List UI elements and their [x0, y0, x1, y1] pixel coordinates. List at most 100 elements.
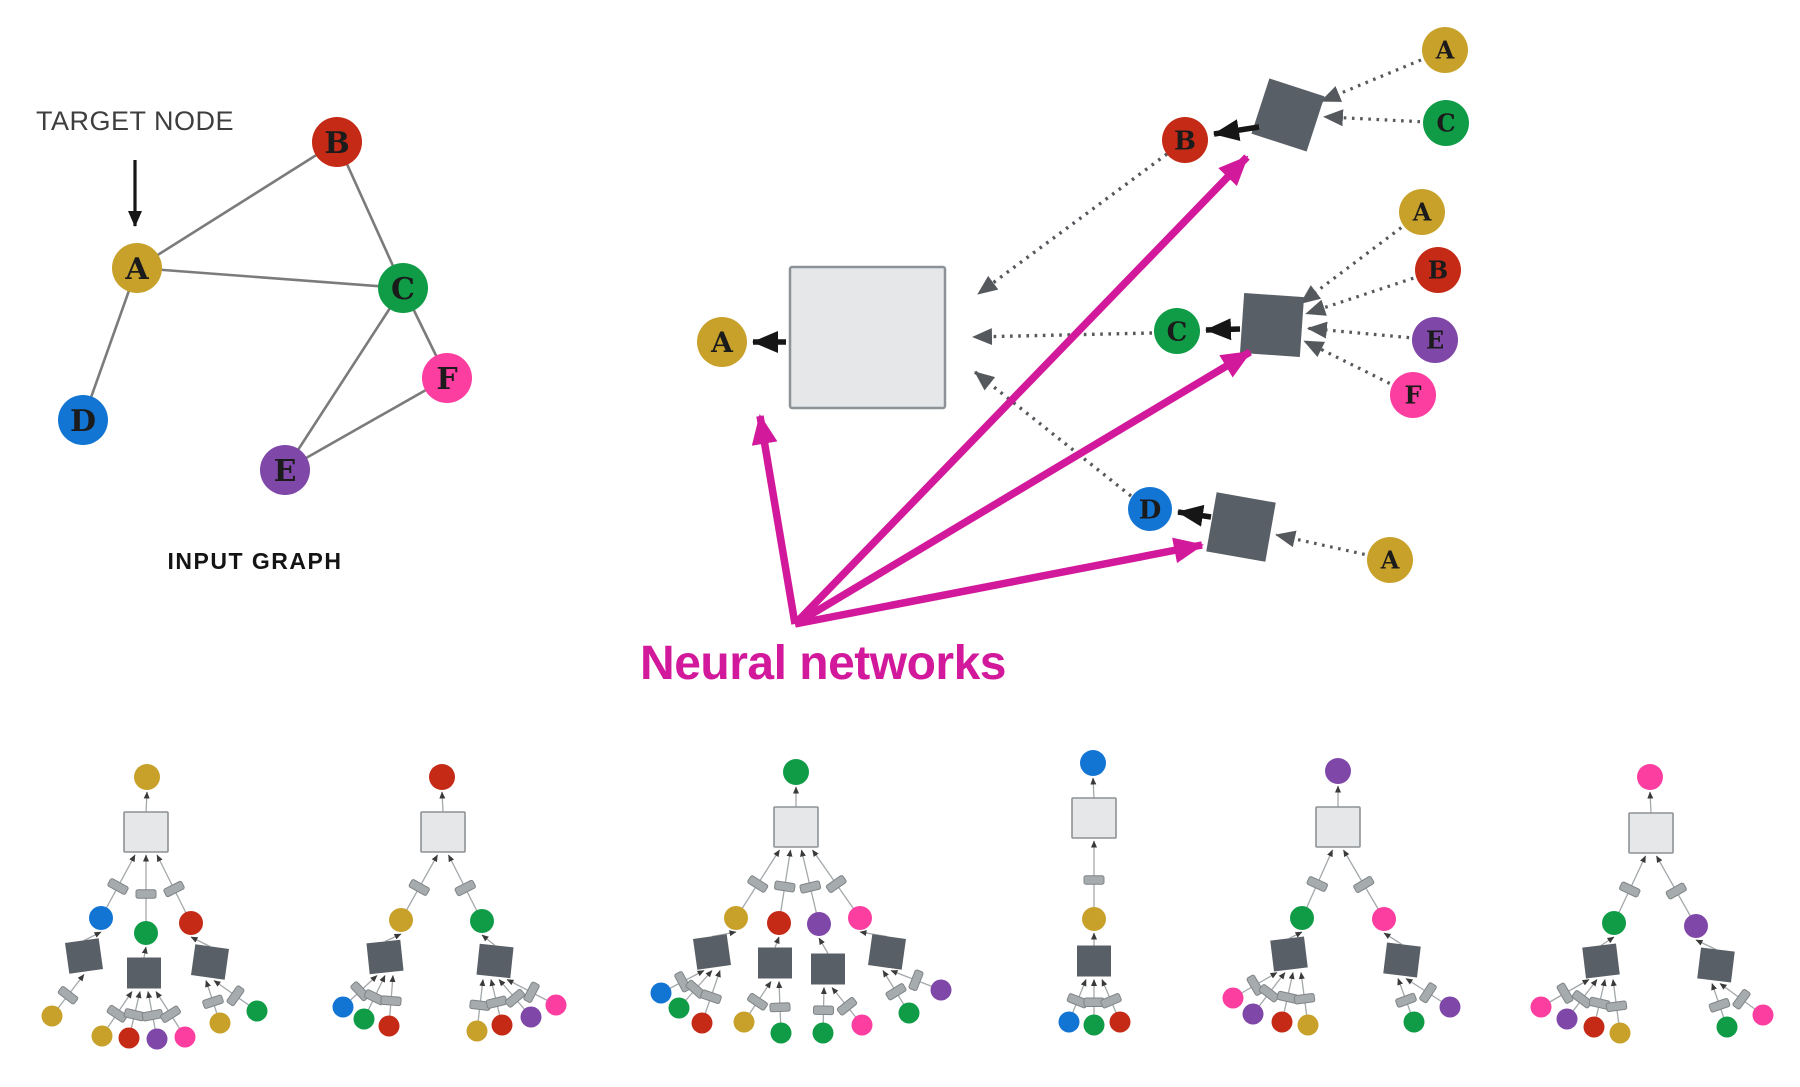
edge-transform-chip: [135, 889, 157, 899]
graph-edge-CE: [283, 287, 405, 471]
node-F: [422, 353, 472, 403]
aggregator-box-D: [1206, 492, 1276, 562]
node-A: [91, 1025, 113, 1047]
node-C: [1423, 100, 1469, 146]
node-C: [246, 1000, 268, 1022]
edge-transform-chip: [700, 989, 722, 1004]
node-E: [260, 445, 310, 495]
node-B: [378, 1015, 400, 1037]
node-C: [668, 997, 690, 1019]
node-F: [851, 1014, 873, 1036]
tree-edge: [83, 931, 102, 942]
node-B: [1415, 247, 1461, 293]
aggregator-box-C: [1239, 292, 1305, 358]
node-F: [1222, 987, 1244, 1009]
node-letter-A: A: [710, 326, 734, 359]
tree-root-edge: [143, 791, 150, 813]
graph-edge-AB: [136, 140, 338, 270]
node-B: [429, 764, 455, 790]
node-letter-C: C: [391, 272, 415, 307]
tree-aggregator-box-C: [773, 806, 819, 848]
edge-transform-chip: [747, 875, 769, 893]
edge-transform-chip: [504, 988, 526, 1008]
message-arrow: [1306, 321, 1410, 340]
tree-dark-box-E-F: [1383, 942, 1421, 978]
edge-transform-chip: [1395, 992, 1417, 1008]
tree-aggregator-box-D: [1071, 797, 1117, 839]
edge-transform-chip: [1306, 876, 1328, 892]
node-B: [1583, 1016, 1605, 1038]
node-D: [1128, 487, 1172, 531]
tree-dark-box-D-A: [1077, 945, 1111, 977]
edge-transform-chip: [1419, 982, 1437, 1004]
edge-transform-chip: [408, 879, 430, 896]
node-letter-C: C: [1167, 317, 1188, 347]
node-D: [332, 996, 354, 1018]
node-A: [724, 906, 748, 930]
node-A: [134, 764, 160, 790]
node-B: [312, 117, 362, 167]
edge-transform-chip: [380, 995, 402, 1007]
edge-transform-chip: [1605, 1000, 1628, 1013]
graph-edge-AC: [136, 266, 404, 290]
tree-dark-box-B-A: [366, 939, 404, 975]
edge-transform-chip: [773, 880, 796, 893]
tree-edge: [481, 934, 496, 947]
edge-transform-chip: [1258, 984, 1280, 1003]
tree-edge: [141, 946, 148, 958]
graph-edge-BC: [335, 141, 405, 289]
node-F: [1390, 372, 1436, 418]
node-D: [1080, 750, 1106, 776]
edge-transform-chip: [485, 995, 508, 1009]
tree-edge: [1288, 931, 1303, 940]
edge-transform-chip: [202, 994, 224, 1009]
node-E: [146, 1028, 168, 1050]
edge-transform-chip: [769, 1002, 791, 1013]
edge-transform-chip: [1732, 988, 1751, 1010]
target-node-label: TARGET NODE: [36, 106, 235, 136]
edge-transform-chip: [747, 992, 768, 1011]
neural-network-arrow: [793, 348, 1252, 628]
node-A: [41, 1005, 63, 1027]
tree-root-edge: [439, 791, 446, 813]
node-E: [1556, 1008, 1578, 1030]
node-F: [848, 906, 872, 930]
graph-edge-EF: [284, 376, 448, 472]
input-graph-label: INPUT GRAPH: [167, 548, 343, 574]
node-F: [1752, 1004, 1774, 1026]
node-D: [650, 982, 672, 1004]
tree-dark-box-C-A: [693, 934, 731, 970]
edge-transform-chip: [1571, 990, 1593, 1009]
edge-transform-chip: [1083, 875, 1105, 885]
tree-aggregator-box-B: [420, 811, 466, 853]
node-A: [1609, 1022, 1631, 1044]
node-letter-A: A: [1435, 36, 1455, 65]
edge-transform-chip: [1708, 998, 1731, 1013]
tree-edge: [711, 930, 737, 938]
node-E: [1412, 317, 1458, 363]
node-C: [770, 1022, 792, 1044]
node-letter-A: A: [1380, 546, 1400, 575]
edge-transform-chip: [163, 880, 185, 898]
edge-transform-chip: [1556, 982, 1574, 1004]
edge-transform-chip: [160, 1005, 181, 1023]
neural-network-arrow: [792, 154, 1250, 627]
node-C: [1290, 906, 1314, 930]
edge-transform-chip: [825, 875, 847, 893]
edge-transform-chip: [1619, 881, 1641, 898]
node-E: [1439, 996, 1461, 1018]
edge-transform-chip: [106, 1004, 128, 1023]
node-B: [691, 1012, 713, 1034]
tree-dark-box-B-C: [476, 943, 514, 979]
node-A: [1367, 537, 1413, 583]
node-B: [767, 911, 791, 935]
edge-transform-chip: [454, 879, 476, 897]
node-letter-E: E: [274, 454, 297, 489]
edge-transform-chip: [1293, 992, 1316, 1005]
message-arrow: [1322, 109, 1421, 127]
node-letter-B: B: [1174, 126, 1196, 156]
node-A: [1082, 907, 1106, 931]
node-B: [1271, 1011, 1293, 1033]
tree-edge: [818, 937, 829, 954]
node-F: [1530, 996, 1552, 1018]
